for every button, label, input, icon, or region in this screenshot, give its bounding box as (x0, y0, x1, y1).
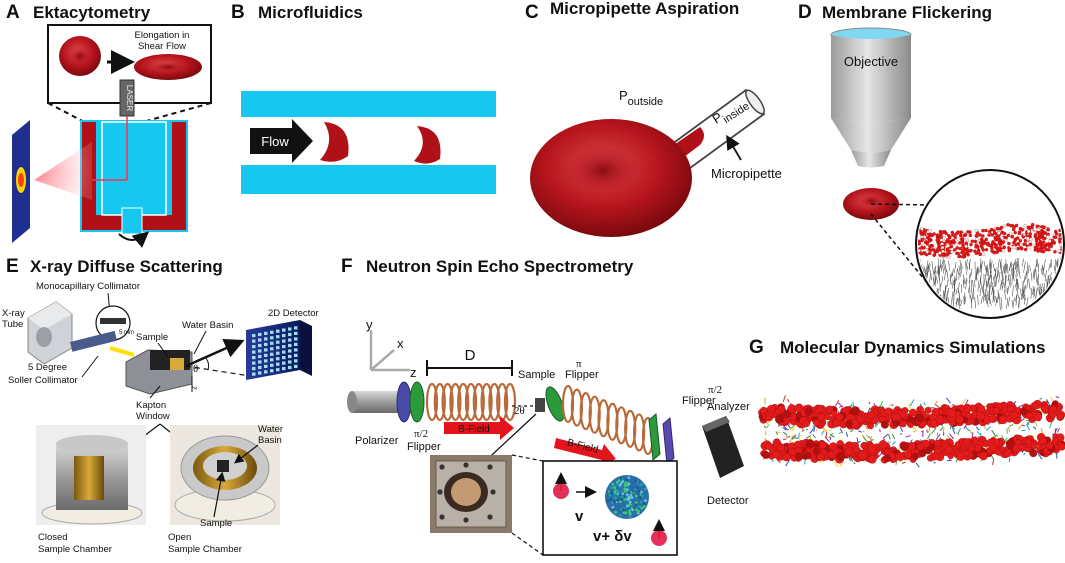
axis-x-label: x (397, 336, 404, 351)
panel-d-letter: D (798, 2, 812, 23)
axis-z-label: z (410, 365, 417, 380)
theta-label: θ (193, 363, 198, 375)
flow-label: Flow (261, 134, 289, 149)
panel-g-title: Molecular Dynamics Simulations (780, 338, 1045, 357)
soller-collimator (70, 330, 118, 352)
half-pi-right-label: π/2 (708, 384, 722, 396)
flipper-right-label: Flipper (682, 395, 716, 407)
xray-label-1: X-ray (2, 308, 25, 319)
scattered-xray (185, 338, 245, 368)
panel-c-title: Micropipette Aspiration (550, 0, 739, 18)
bfield-arrow-2 (554, 438, 616, 466)
channel-top-wall (241, 91, 496, 117)
objective-body (831, 35, 911, 122)
detector-2d-label: 2D Detector (268, 308, 319, 319)
monocap-label: Monocapillary Collimator (36, 281, 140, 292)
xray-label-2: Tube (2, 319, 23, 330)
bfield-label-1: B-Field (458, 424, 490, 435)
v-plus-label: v+ δv (593, 528, 632, 545)
panel-f-letter: F (341, 256, 353, 277)
micropipette-label: Micropipette (711, 166, 782, 181)
two-theta-label: 2θ (514, 405, 525, 417)
pi-flipper-label: Flipper (565, 369, 599, 381)
panel-f: F Neutron Spin Echo Spectrometry y x z D… (341, 256, 750, 556)
panel-d-title: Membrane Flickering (822, 3, 992, 22)
laser-label: LASER (125, 85, 134, 111)
polarizer (396, 381, 412, 423)
panel-e-title: X-ray Diffuse Scattering (30, 257, 223, 276)
wb-label-1: Water (258, 424, 283, 435)
inset-label-1: Elongation in (135, 30, 190, 41)
analyzer-label: Analyzer (707, 401, 750, 413)
closed-label-1: Closed (38, 532, 68, 543)
scale-label: 5 mm (119, 330, 134, 336)
pi-flipper (545, 386, 565, 422)
kapton-label-1: Kapton (136, 400, 166, 411)
panel-a-title: Ektacytometry (33, 3, 151, 22)
panel-g: G Molecular Dynamics Simulations (749, 337, 1065, 468)
axis-y-label: y (366, 317, 373, 332)
membrane-patch (918, 222, 1062, 311)
rbc-parachute-2 (414, 126, 441, 164)
closed-label-2: Sample Chamber (38, 544, 112, 555)
panel-e: E X-ray Diffuse Scattering Monocapillary… (2, 256, 319, 555)
second-flipper (648, 412, 661, 462)
objective-label: Objective (844, 54, 898, 69)
precession-coil-1 (425, 382, 517, 422)
panel-c-letter: C (525, 2, 539, 23)
first-flipper (409, 381, 425, 423)
soller-label-1: 5 Degree (28, 362, 67, 373)
panel-d: D Membrane Flickering Objective (798, 2, 1065, 319)
panel-e-letter: E (6, 256, 19, 277)
v-label: v (575, 508, 584, 525)
scattered-beam (34, 142, 92, 200)
channel-bottom-wall (241, 165, 496, 194)
flow-arrow (250, 119, 313, 163)
nse-sample-label: Sample (518, 369, 555, 381)
first-flipper-label: Flipper (407, 441, 441, 453)
detector-label: Detector (707, 495, 749, 507)
panel-c: C Micropipette Aspiration Poutside Pinsi… (525, 0, 782, 237)
pi-label: π (576, 358, 582, 370)
inset-label-2: Shear Flow (138, 41, 186, 52)
z-axis-label: z (190, 386, 199, 390)
rbc-parachute-1 (320, 122, 349, 162)
sample-label: Sample (136, 332, 168, 343)
water-basin-label: Water Basin (182, 320, 233, 331)
panel-a-letter: A (6, 2, 20, 23)
nse-sample (535, 398, 545, 412)
sample-photo-label: Sample (200, 518, 232, 529)
d-label: D (465, 347, 476, 364)
first-half-pi-label: π/2 (414, 428, 428, 440)
panel-b-title: Microfluidics (258, 3, 363, 22)
nse-detector (702, 416, 744, 478)
neutron-guide (352, 391, 400, 413)
rotation-arrow (118, 231, 150, 248)
polarizer-label: Polarizer (355, 435, 399, 447)
open-label-1: Open (168, 532, 191, 543)
bfield-arrow-1 (444, 416, 514, 440)
open-label-2: Sample Chamber (168, 544, 242, 555)
panel-a: A Ektacytometry Elongation in Shear Flow… (6, 2, 212, 248)
analyzer (662, 416, 675, 466)
wb-label-2: Basin (258, 435, 282, 446)
panel-b: B Microfluidics Flow (231, 2, 496, 194)
soller-label-2: Soller Collimator (8, 375, 78, 386)
p-outside-label: Poutside (619, 88, 663, 108)
panel-f-title: Neutron Spin Echo Spectrometry (366, 257, 634, 276)
md-bilayer (758, 395, 1065, 468)
panel-g-letter: G (749, 337, 764, 358)
panel-b-letter: B (231, 2, 245, 23)
kapton-label-2: Window (136, 411, 170, 422)
